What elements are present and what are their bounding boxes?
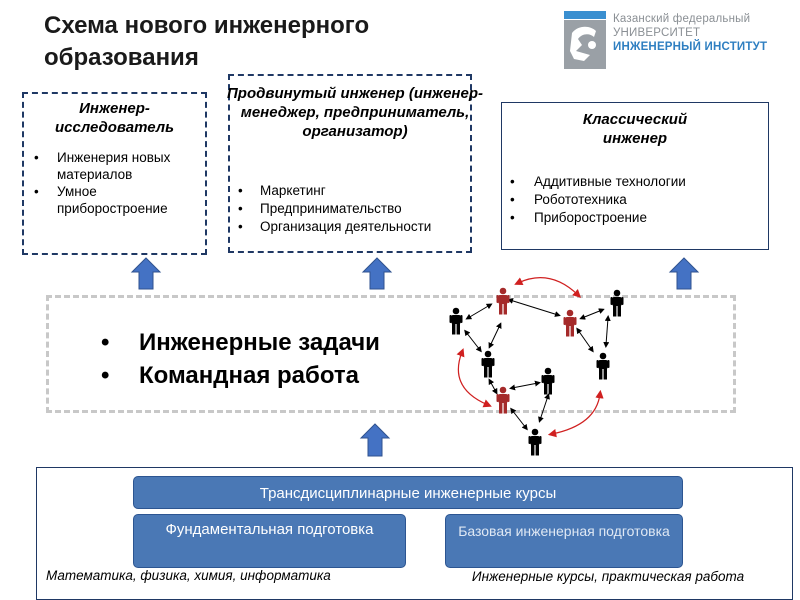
logo-text: Казанский федеральный УНИВЕРСИТЕТ ИНЖЕНЕ…: [613, 12, 767, 54]
list-item: Маркетинг: [236, 182, 496, 200]
researcher-list: Инженерия новых материалов Умное приборо…: [32, 149, 202, 253]
network-connectors: [464, 298, 611, 431]
person-icon: [496, 386, 510, 414]
kfu-emblem-icon: [564, 11, 606, 69]
researcher-title: Инженер-исследователь: [54, 100, 175, 136]
list-item: Организация деятельности: [236, 218, 496, 236]
transdisciplinary-courses: Трансдисциплинарные инженерные курсы: [133, 476, 683, 509]
classic-list: Аддитивные технологии Робототехника Приб…: [508, 173, 758, 227]
person-icon: [528, 428, 542, 456]
list-item: Аддитивные технологии: [508, 173, 758, 191]
middle-list: Инженерные задачи Командная работа: [101, 326, 380, 392]
list-item: Предпринимательство: [236, 200, 496, 218]
basic-caption: Инженерные курсы, практическая работа: [471, 569, 745, 584]
person-icon: [596, 352, 610, 380]
person-icon: [563, 309, 577, 337]
classic-engineer-box: Классический инженер Аддитивные технолог…: [501, 102, 769, 250]
person-icon: [610, 289, 624, 317]
logo-line-3: ИНЖЕНЕРНЫЙ ИНСТИТУТ: [613, 41, 768, 53]
up-arrow-icon: [361, 257, 393, 290]
list-item: Инженерные задачи: [101, 326, 380, 359]
middle-box: Инженерные задачи Командная работа: [46, 295, 736, 413]
person-icon: [449, 307, 463, 335]
up-arrow-icon: [359, 423, 391, 457]
researcher-box: Инженер-исследователь Инженерия новых ма…: [22, 92, 207, 255]
person-icon: [541, 367, 555, 395]
university-logo: Казанский федеральный УНИВЕРСИТЕТ ИНЖЕНЕ…: [564, 11, 796, 71]
logo-line-2: УНИВЕРСИТЕТ: [613, 27, 701, 39]
list-item: Командная работа: [101, 359, 380, 392]
person-icon: [481, 350, 495, 378]
classic-title: Классический инженер: [582, 111, 688, 147]
basic-engineering-training: Базовая инженерная подготовка: [445, 514, 683, 568]
list-item: Инженерия новых материалов: [32, 149, 202, 183]
up-arrow-icon: [130, 257, 162, 290]
fundamental-caption: Математика, физика, химия, информатика: [46, 568, 331, 583]
advanced-title: Продвинутый инженер (инженер-менеджер, п…: [227, 85, 483, 140]
network-curves: [456, 277, 604, 438]
advanced-engineer-box: Продвинутый инженер (инженер-менеджер, п…: [227, 74, 483, 253]
logo-line-1: Казанский федеральный: [613, 13, 751, 25]
list-item: Умное приборостроение: [32, 183, 202, 217]
page-title: Схема нового инженерного образования: [44, 12, 370, 71]
fundamental-training: Фундаментальная подготовка: [133, 514, 406, 568]
advanced-list: Маркетинг Предпринимательство Организаци…: [236, 182, 496, 236]
list-item: Робототехника: [508, 191, 758, 209]
list-item: Приборостроение: [508, 209, 758, 227]
up-arrow-icon: [668, 257, 700, 290]
person-icon: [496, 287, 510, 315]
